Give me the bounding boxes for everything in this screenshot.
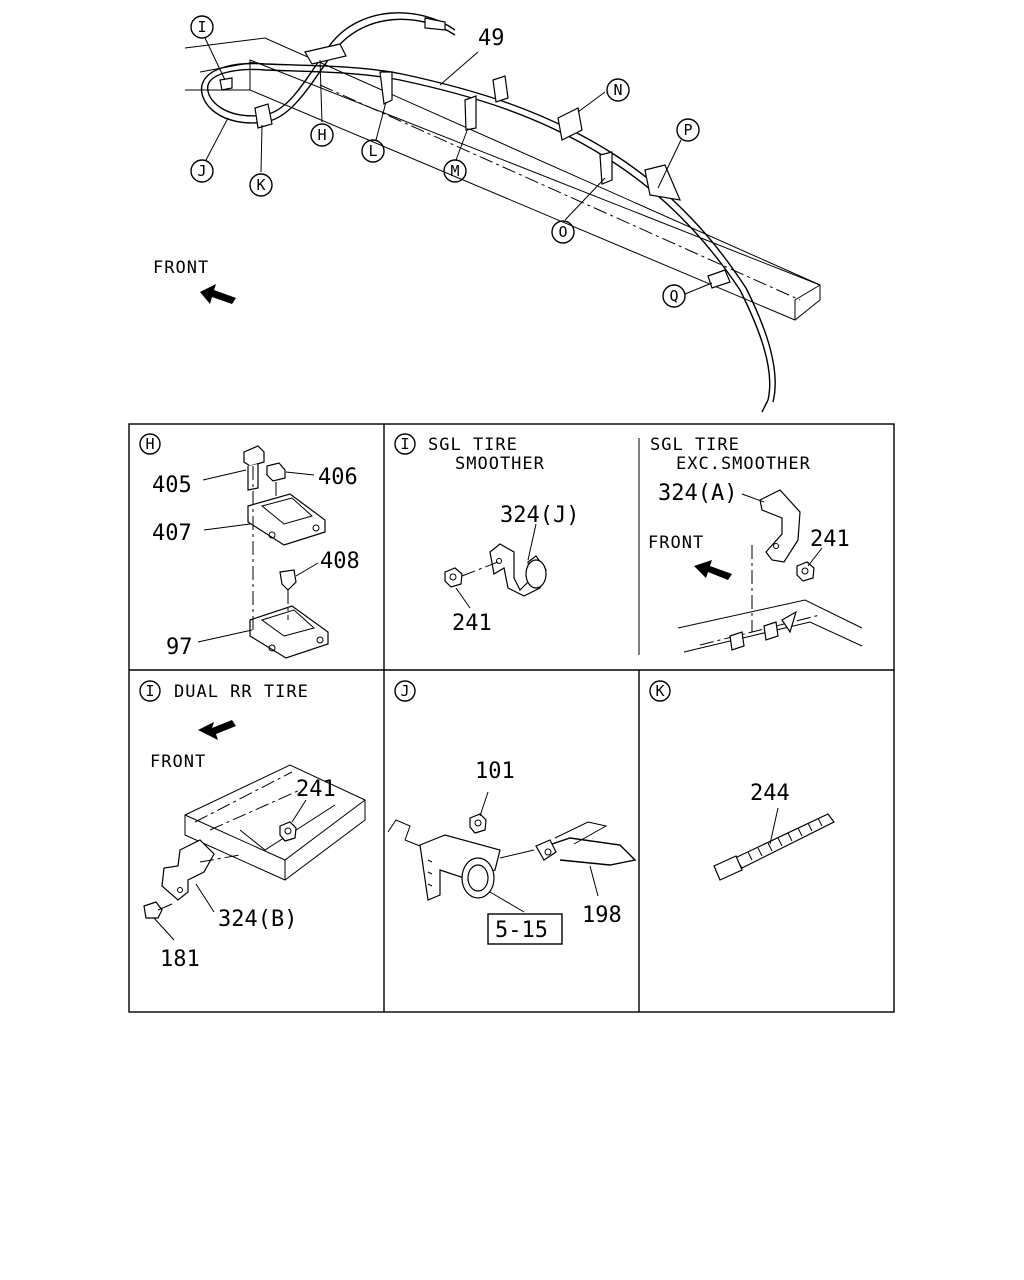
dual-front-label: FRONT (150, 752, 206, 772)
callout-o: O (558, 223, 567, 241)
panel-i-sgl-title-1: SGL TIRE (428, 435, 518, 455)
front-label: FRONT (153, 258, 209, 278)
part-241-sgl-label: 241 (452, 611, 492, 636)
panel-j-letter: J (400, 682, 409, 700)
overview-illustration: I H J K L M N O P Q 49 FRONT (153, 12, 821, 413)
exc-front-label: FRONT (648, 533, 704, 553)
ref-5-15-label: 5-15 (495, 918, 548, 943)
dual-front-arrow-icon (198, 720, 236, 740)
panel-i-dual-title: DUAL RR TIRE (174, 682, 309, 702)
part-97-label: 97 (166, 635, 193, 660)
exc-front-arrow-icon (694, 560, 732, 580)
panel-h: H 405 406 407 408 97 (139, 433, 360, 660)
part-408-label: 408 (320, 549, 360, 574)
callout-l: L (368, 142, 377, 160)
part-241-exc-label: 241 (810, 527, 850, 552)
detail-grid (128, 423, 895, 1013)
callout-i: I (197, 18, 206, 36)
part-198-label: 198 (582, 903, 622, 928)
callout-k: K (256, 176, 265, 194)
panel-exc-title-2: EXC.SMOOTHER (676, 454, 811, 474)
front-arrow-icon (200, 284, 236, 304)
callout-p: P (683, 121, 692, 139)
panel-i-sgl-title-2: SMOOTHER (455, 454, 545, 474)
panel-i-dual: I DUAL RR TIRE FRONT 241 324(B) 181 (139, 680, 366, 972)
part-244-label: 244 (750, 781, 790, 806)
panel-i-sgl-letter: I (400, 435, 409, 453)
part-324j-label: 324(J) (500, 503, 579, 528)
part-101-label: 101 (475, 759, 515, 784)
part-324a-label: 324(A) (658, 481, 737, 506)
panel-exc-title-1: SGL TIRE (650, 435, 740, 455)
panel-k-letter: K (655, 682, 664, 700)
panel-j: J 101 198 5-15 (387, 680, 637, 945)
part-406-label: 406 (318, 465, 358, 490)
callout-q: Q (669, 287, 678, 305)
callout-n: N (613, 81, 622, 99)
callout-m: M (450, 162, 459, 180)
callout-h: H (317, 126, 326, 144)
part-49-label: 49 (478, 26, 505, 51)
part-407-label: 407 (152, 521, 192, 546)
callout-j: J (197, 162, 206, 180)
panel-sgl-exc-smoother: SGL TIRE EXC.SMOOTHER 324(A) 241 FRONT (648, 435, 863, 653)
part-324b-label: 324(B) (218, 907, 297, 932)
part-241-dual-label: 241 (296, 777, 336, 802)
part-181-label: 181 (160, 947, 200, 972)
panel-i-sgl-smoother: I SGL TIRE SMOOTHER 324(J) 241 (394, 433, 579, 636)
panel-k: K 244 (649, 680, 835, 881)
panel-i-dual-letter: I (145, 682, 154, 700)
part-405-label: 405 (152, 473, 192, 498)
panel-h-letter: H (145, 435, 154, 453)
